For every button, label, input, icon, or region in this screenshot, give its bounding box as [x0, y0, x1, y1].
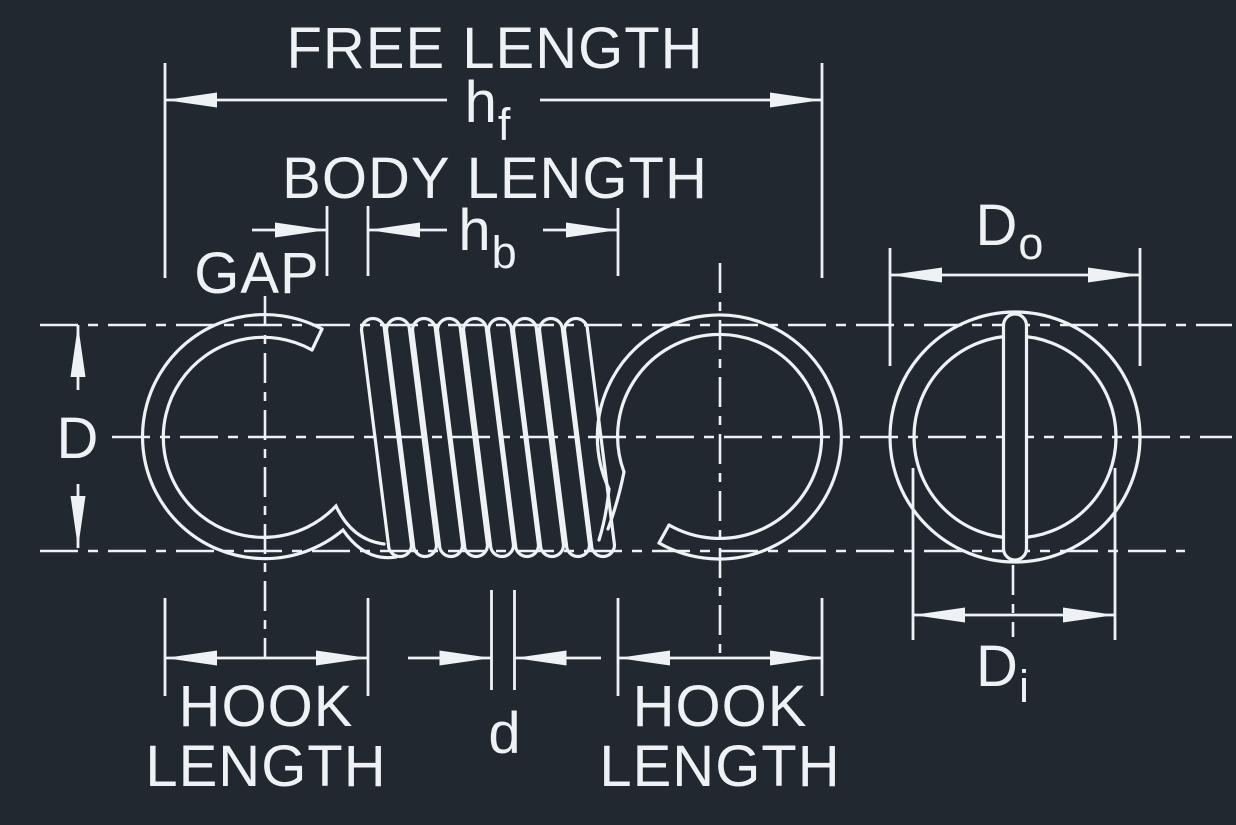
end-view — [888, 310, 1142, 564]
dim-mean-diameter — [70, 325, 86, 548]
inner-diameter-symbol: Di — [976, 634, 1030, 712]
left-hook-inner-arc — [161, 335, 386, 546]
hook-length-left-line1: HOOK — [179, 674, 354, 739]
hook-length-right-line1: HOOK — [633, 674, 808, 739]
dim-inner-diameter — [911, 468, 1117, 640]
left-hook-cut-line — [310, 327, 324, 352]
coil-turn — [435, 316, 490, 559]
labels: FREE LENGTH hf BODY LENGTH hb GAP D Do D… — [57, 16, 1045, 799]
gap-label: GAP — [194, 241, 320, 306]
arrowhead-up — [70, 325, 86, 377]
coil-turn — [486, 316, 541, 559]
coil-turn — [537, 316, 592, 559]
end-view-outer-circle — [888, 310, 1142, 564]
right-hook-inner-arc — [616, 332, 824, 541]
coil-body — [359, 316, 617, 559]
dim-free-length — [163, 63, 824, 278]
arrowhead-right — [275, 222, 327, 238]
outer-diameter-symbol: Do — [976, 193, 1045, 269]
dim-wire-diameter — [408, 590, 601, 690]
dim-gap — [252, 206, 329, 276]
arrowhead-left — [165, 92, 217, 108]
arrowhead-right — [566, 222, 618, 238]
coil-turn — [410, 316, 465, 559]
end-view-hook-wire — [1001, 312, 1029, 562]
hook-length-left-line2: LENGTH — [145, 734, 386, 799]
dim-hook-length-left — [163, 598, 370, 696]
dim-hook-length-right — [616, 598, 824, 696]
arrowhead-left — [890, 267, 942, 283]
body-length-label: BODY LENGTH — [282, 146, 708, 211]
coil-turn — [562, 316, 617, 559]
arrowhead-right — [770, 92, 822, 108]
right-hook-inner-transition — [606, 470, 626, 531]
arrowhead-left — [165, 650, 217, 666]
arrowhead-left — [618, 650, 670, 666]
coil-turn — [511, 316, 566, 559]
free-length-symbol: hf — [465, 70, 512, 150]
left-hook-outer-arc — [140, 313, 398, 561]
hook-length-right-line2: LENGTH — [599, 734, 840, 799]
dim-body-length — [366, 206, 620, 276]
arrowhead-left — [913, 607, 965, 623]
arrowhead-right — [439, 650, 492, 666]
arrowhead-right — [770, 650, 822, 666]
dim-outer-diameter — [888, 248, 1142, 366]
coil-turn — [384, 316, 439, 559]
wire-diameter-symbol: d — [488, 701, 521, 766]
arrowhead-right — [316, 650, 368, 666]
arrowhead-down — [70, 496, 86, 548]
arrowhead-right — [1063, 607, 1115, 623]
right-hook-cut-line — [657, 523, 671, 545]
free-length-label: FREE LENGTH — [286, 16, 703, 81]
arrowhead-right — [1088, 267, 1140, 283]
coil-turn — [359, 316, 414, 559]
right-hook-outer-transition — [597, 487, 611, 542]
arrowhead-left — [514, 650, 567, 666]
right-hook-outer-arc — [595, 313, 843, 561]
arrowhead-left — [368, 222, 420, 238]
coil-turn — [461, 316, 516, 559]
body-length-symbol: hb — [458, 198, 517, 278]
left-hook — [140, 313, 398, 561]
right-hook — [595, 313, 843, 561]
mean-diameter-symbol: D — [57, 406, 100, 471]
